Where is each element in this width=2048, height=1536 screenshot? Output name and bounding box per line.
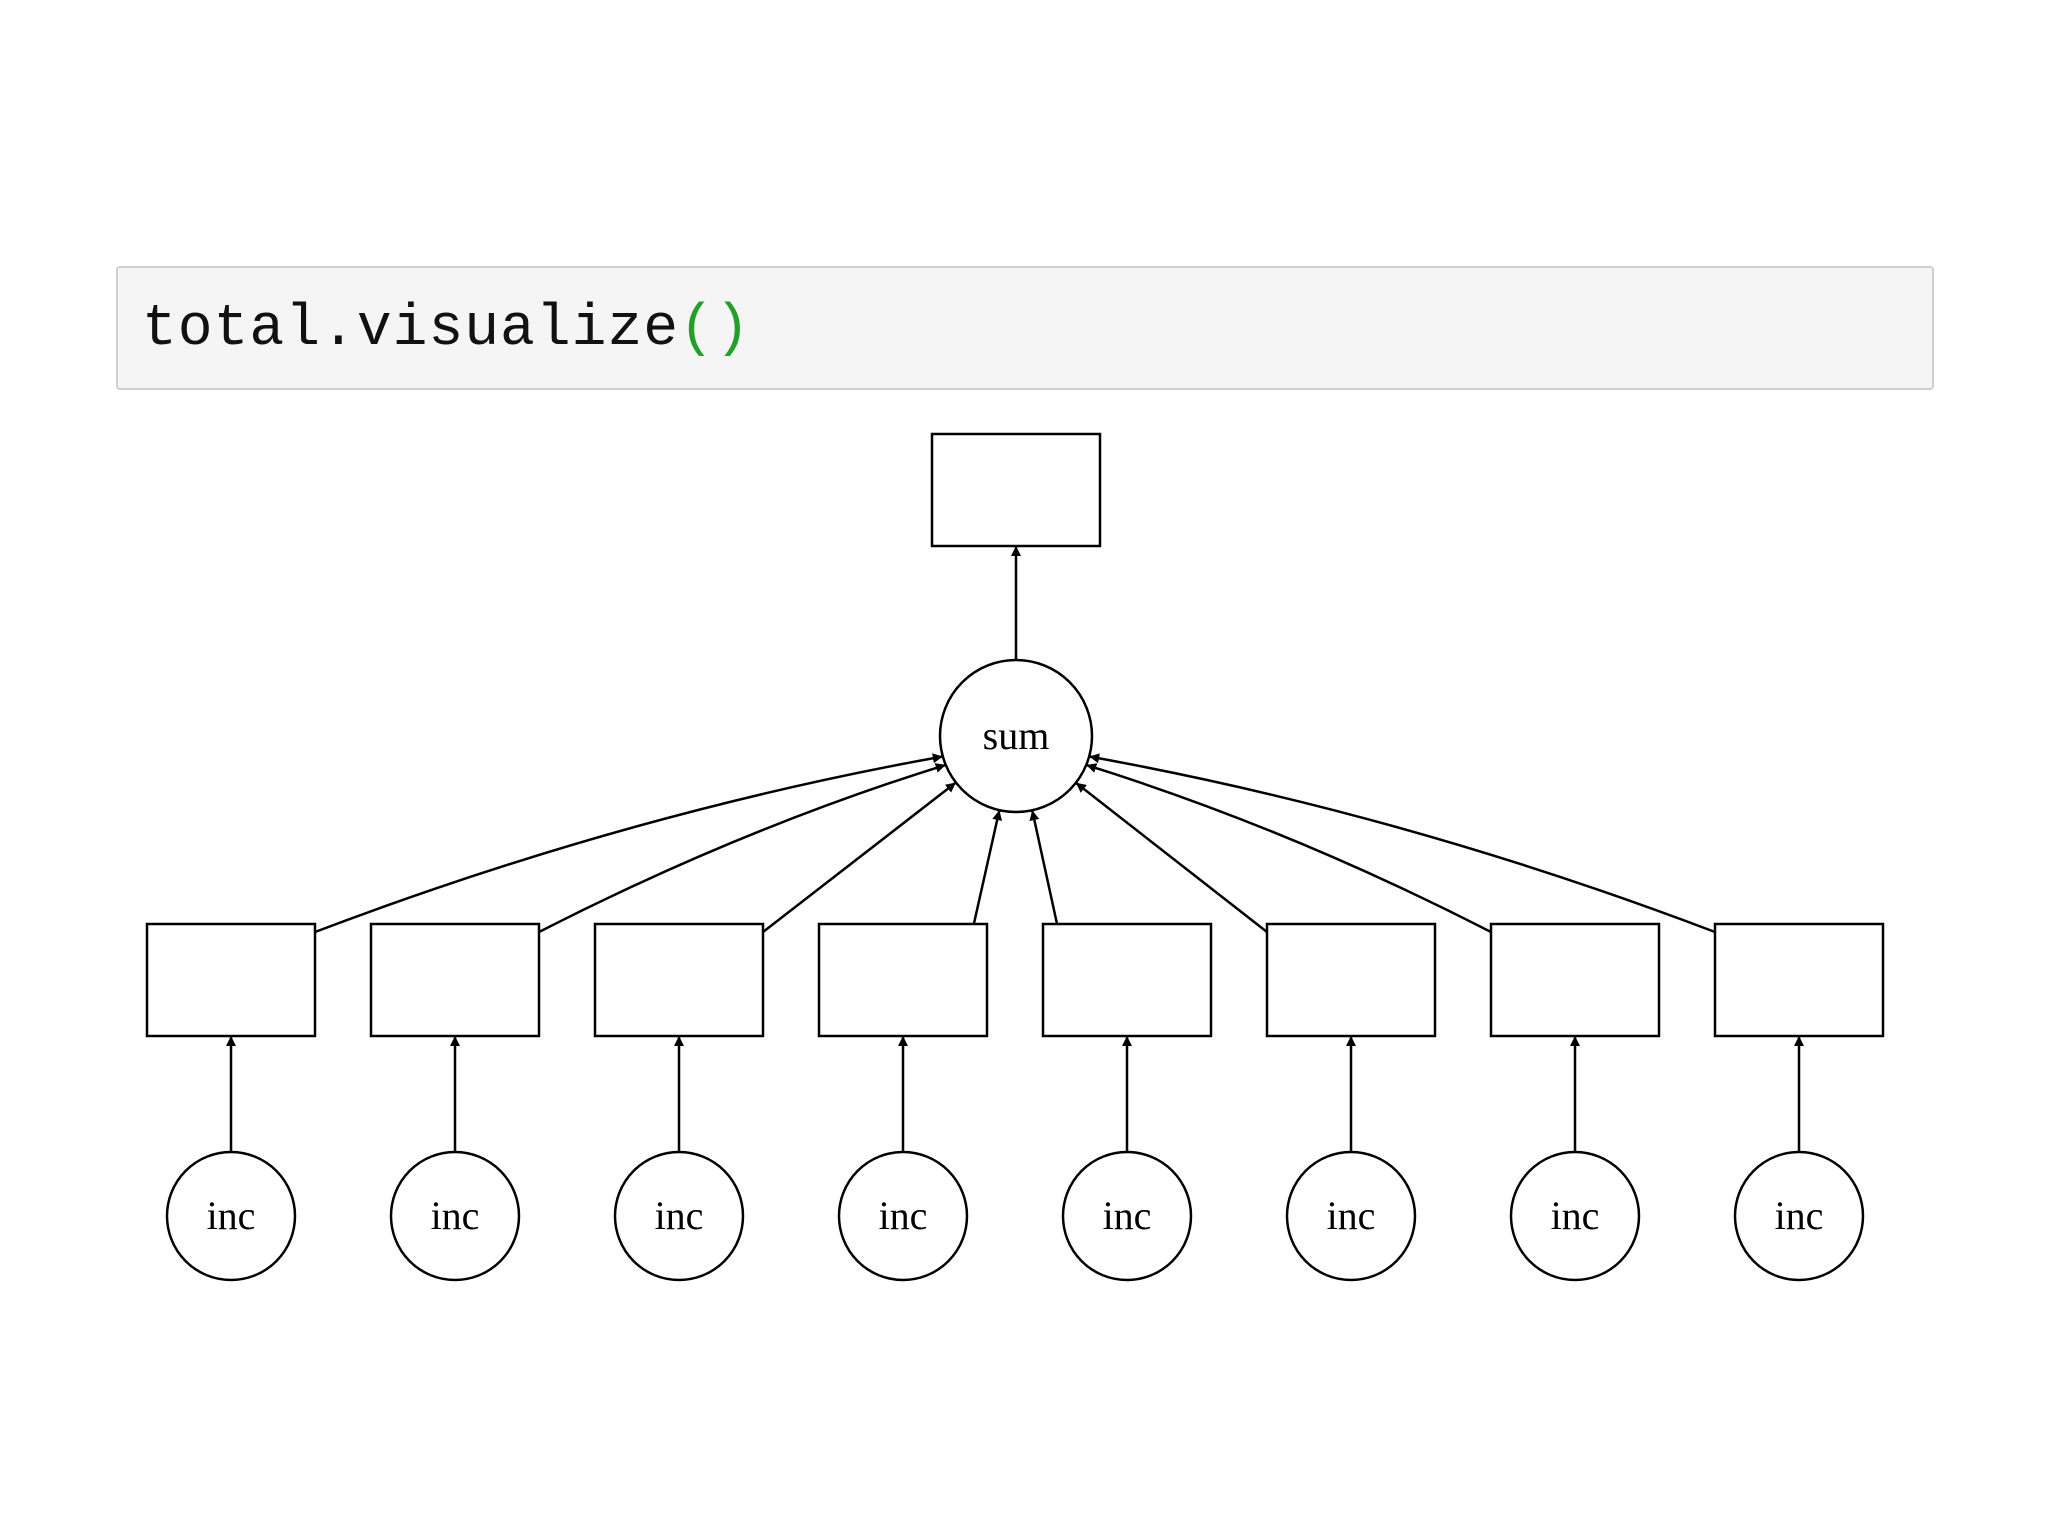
edges-layer <box>226 546 1804 1152</box>
edge-branch-box-6-to-sum_node <box>1085 763 1492 934</box>
inc-node-0: inc <box>165 1150 297 1282</box>
edge-branch-box-4-to-sum_node <box>1029 809 1059 925</box>
edge-branch-box-1-to-sum_node <box>538 763 947 934</box>
sum-node-shape <box>938 658 1094 814</box>
edge-branch-box-5-to-sum_node <box>1075 781 1268 933</box>
inc-node-6: inc <box>1509 1150 1641 1282</box>
inc-node-3-shape <box>837 1150 969 1282</box>
code-cell[interactable]: total.visualize() <box>116 266 1934 390</box>
branch-box-4 <box>1041 922 1213 1038</box>
inc-node-1-shape <box>389 1150 521 1282</box>
inc-node-0-label: inc <box>207 1193 256 1238</box>
inc-node-2-shape <box>613 1150 745 1282</box>
branch-box-6-shape <box>1489 922 1661 1038</box>
branch-box-5 <box>1265 922 1437 1038</box>
inc-node-0-shape <box>165 1150 297 1282</box>
branch-box-0-shape <box>145 922 317 1038</box>
branch-box-2 <box>593 922 765 1038</box>
code-line: total.visualize() <box>142 298 751 362</box>
branch-box-1-shape <box>369 922 541 1038</box>
inc-node-3-label: inc <box>879 1193 928 1238</box>
inc-node-4-shape <box>1061 1150 1193 1282</box>
root-box-shape <box>930 432 1102 548</box>
inc-node-7-label: inc <box>1775 1193 1824 1238</box>
inc-node-1-label: inc <box>431 1193 480 1238</box>
branch-box-3 <box>817 922 989 1038</box>
sum-node: sum <box>938 658 1094 814</box>
inc-node-6-shape <box>1509 1150 1641 1282</box>
edge-branch-box-7-to-sum_node <box>1088 753 1716 934</box>
branch-box-7 <box>1713 922 1885 1038</box>
branch-box-7-shape <box>1713 922 1885 1038</box>
inc-node-5: inc <box>1285 1150 1417 1282</box>
branch-box-3-shape <box>817 922 989 1038</box>
branch-box-4-shape <box>1041 922 1213 1038</box>
code-text: total.visualize <box>142 297 680 362</box>
sum-node-label: sum <box>983 713 1050 758</box>
branch-box-5-shape <box>1265 922 1437 1038</box>
edge-branch-box-3-to-sum_node <box>972 809 1003 925</box>
root-box <box>930 432 1102 548</box>
inc-node-4: inc <box>1061 1150 1193 1282</box>
inc-node-2: inc <box>613 1150 745 1282</box>
inc-node-5-label: inc <box>1327 1193 1376 1238</box>
branch-box-1 <box>369 922 541 1038</box>
inc-node-1: inc <box>389 1150 521 1282</box>
inc-node-7: inc <box>1733 1150 1865 1282</box>
branch-box-2-shape <box>593 922 765 1038</box>
inc-node-2-label: inc <box>655 1193 704 1238</box>
branch-box-6 <box>1489 922 1661 1038</box>
edge-branch-box-2-to-sum_node <box>762 781 957 933</box>
edge-branch-box-0-to-sum_node <box>314 753 944 934</box>
branch-box-0 <box>145 922 317 1038</box>
inc-node-7-shape <box>1733 1150 1865 1282</box>
inc-node-6-label: inc <box>1551 1193 1600 1238</box>
inc-node-5-shape <box>1285 1150 1417 1282</box>
inc-node-4-label: inc <box>1103 1193 1152 1238</box>
inc-node-3: inc <box>837 1150 969 1282</box>
nodes-layer: sum inc inc inc inc inc inc inc inc <box>145 432 1885 1282</box>
code-parens: () <box>679 297 751 362</box>
